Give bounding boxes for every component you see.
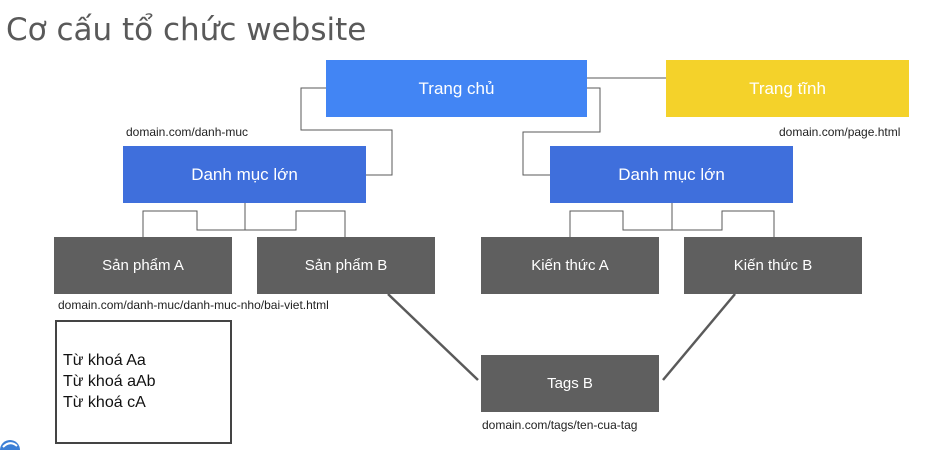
logo-icon — [0, 440, 20, 450]
node-category-left[interactable]: Danh mục lớn — [123, 146, 366, 203]
connector-home-category-left — [300, 87, 393, 176]
keyword-item: Từ khoá Aa — [63, 352, 146, 369]
url-tags: domain.com/tags/ten-cua-tag — [482, 418, 638, 432]
connector-home-category-right — [522, 87, 601, 176]
connector-product-b-tags — [387, 293, 479, 381]
node-category-right[interactable]: Danh mục lớn — [550, 146, 793, 203]
node-product-a[interactable]: Sản phẩm A — [54, 237, 232, 294]
url-category: domain.com/danh-muc — [126, 125, 249, 139]
connector-category-left-branches — [142, 210, 346, 237]
page-title: Cơ cấu tổ chức website — [6, 12, 367, 48]
node-knowledge-a[interactable]: Kiến thức A — [481, 237, 659, 294]
keyword-item: Từ khoá cA — [63, 394, 146, 411]
node-static-page[interactable]: Trang tĩnh — [666, 60, 909, 117]
node-product-b[interactable]: Sản phẩm B — [257, 237, 435, 294]
keyword-item: Từ khoá aAb — [63, 373, 156, 390]
url-article: domain.com/danh-muc/danh-muc-nho/bai-vie… — [58, 298, 329, 312]
node-home[interactable]: Trang chủ — [326, 60, 587, 117]
connector-category-right-branches — [569, 210, 775, 237]
url-static-page: domain.com/page.html — [779, 125, 901, 139]
node-knowledge-b[interactable]: Kiến thức B — [684, 237, 862, 294]
connector-knowledge-b-tags — [662, 293, 736, 381]
keywords-box: Từ khoá Aa Từ khoá aAb Từ khoá cA — [55, 320, 232, 444]
node-tags[interactable]: Tags B — [481, 355, 659, 412]
